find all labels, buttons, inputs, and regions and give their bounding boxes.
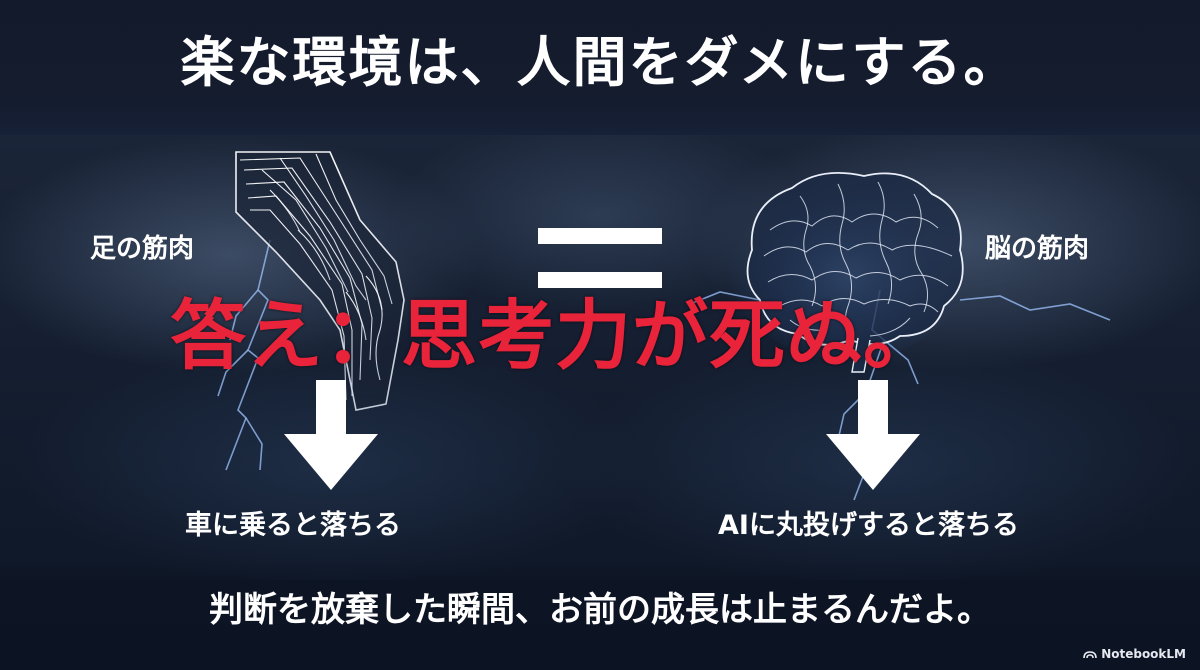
equals-sign <box>538 228 662 290</box>
notebooklm-watermark: NotebookLM <box>1083 646 1186 662</box>
bottom-band <box>0 560 1200 670</box>
leg-muscle-label: 足の筋肉 <box>90 234 195 264</box>
closing-message: 判断を放棄した瞬間、お前の成長は止まるんだよ。 <box>209 590 991 630</box>
leg-muscle-illustration <box>235 151 405 411</box>
arrow-down-icon <box>826 380 920 490</box>
brain-caption: AIに丸投げすると落ちる <box>718 510 1019 541</box>
answer-headline: 答え：思考力が死ぬ。 <box>170 291 940 380</box>
brand-name: NotebookLM <box>1101 647 1186 661</box>
slide-title: 楽な環境は、人間をダメにする。 <box>180 31 1020 94</box>
brain-muscle-label: 脳の筋肉 <box>985 234 1090 264</box>
equals-bar-top <box>538 228 662 244</box>
brain-illustration <box>730 171 966 373</box>
notebooklm-logo-icon <box>1083 651 1097 659</box>
storm-background <box>0 135 1200 580</box>
leg-caption: 車に乗ると落ちる <box>185 510 401 541</box>
title-band <box>0 0 1200 135</box>
equals-bar-bottom <box>538 272 662 288</box>
arrow-down-icon <box>284 380 378 490</box>
lightning-left <box>217 239 271 471</box>
